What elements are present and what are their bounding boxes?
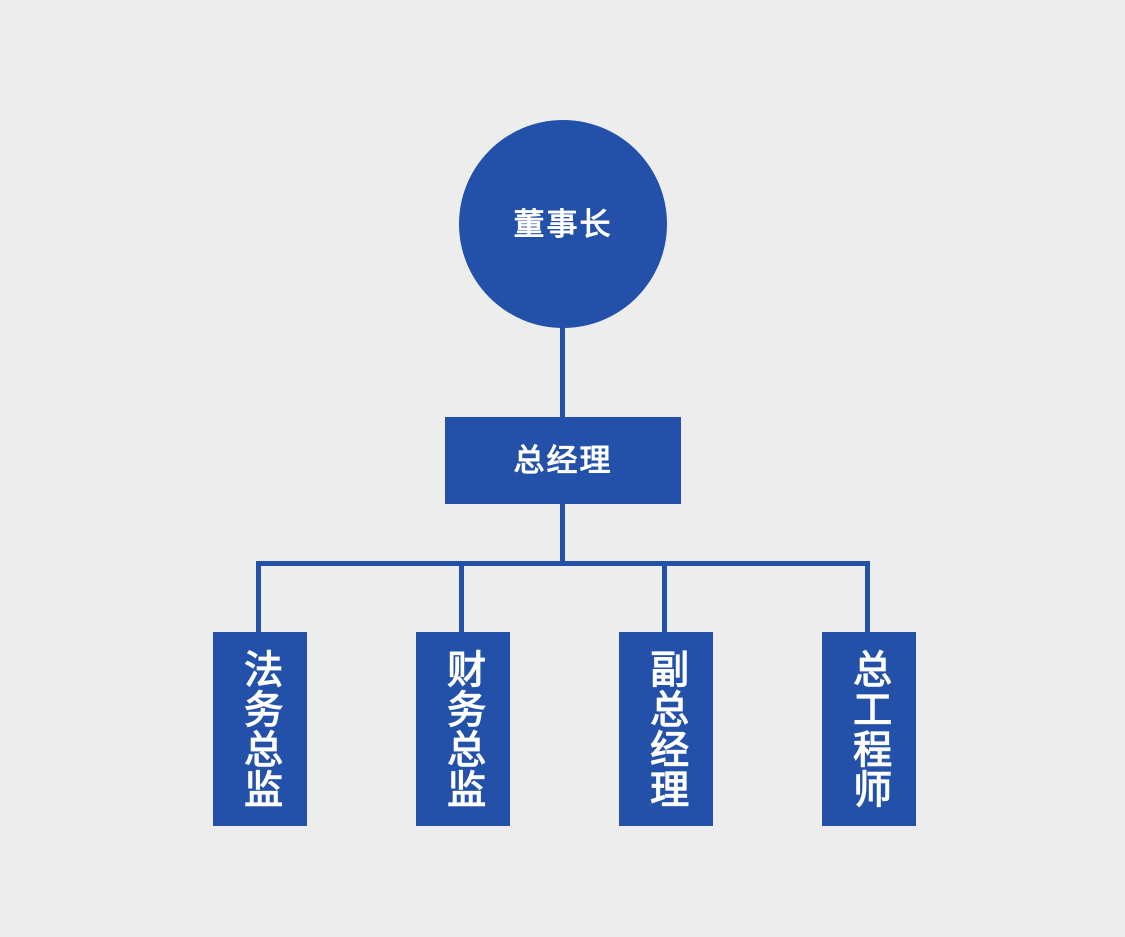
node-general-manager[interactable]: 总经理 — [445, 417, 681, 504]
connector-drop-to-node-1 — [256, 561, 261, 634]
node-chairman-label: 董事长 — [513, 206, 613, 242]
connector-general-manager-to-bus — [560, 500, 565, 566]
connector-drop-to-node-3 — [662, 561, 667, 634]
connector-chairman-to-general-manager — [560, 320, 565, 420]
node-chief-engineer[interactable]: 总工程师 — [822, 632, 916, 826]
connector-horizontal-bus — [256, 561, 870, 566]
node-legal-director[interactable]: 法务总监 — [213, 632, 307, 826]
node-deputy-general-manager-label: 副总经理 — [644, 649, 688, 809]
connector-drop-to-node-2 — [459, 561, 464, 634]
node-finance-director-label: 财务总监 — [441, 649, 485, 809]
connector-drop-to-node-4 — [865, 561, 870, 634]
node-finance-director[interactable]: 财务总监 — [416, 632, 510, 826]
node-general-manager-label: 总经理 — [513, 443, 613, 478]
node-legal-director-label: 法务总监 — [238, 649, 282, 809]
node-chairman[interactable]: 董事长 — [459, 120, 667, 328]
node-chief-engineer-label: 总工程师 — [847, 649, 891, 809]
node-deputy-general-manager[interactable]: 副总经理 — [619, 632, 713, 826]
